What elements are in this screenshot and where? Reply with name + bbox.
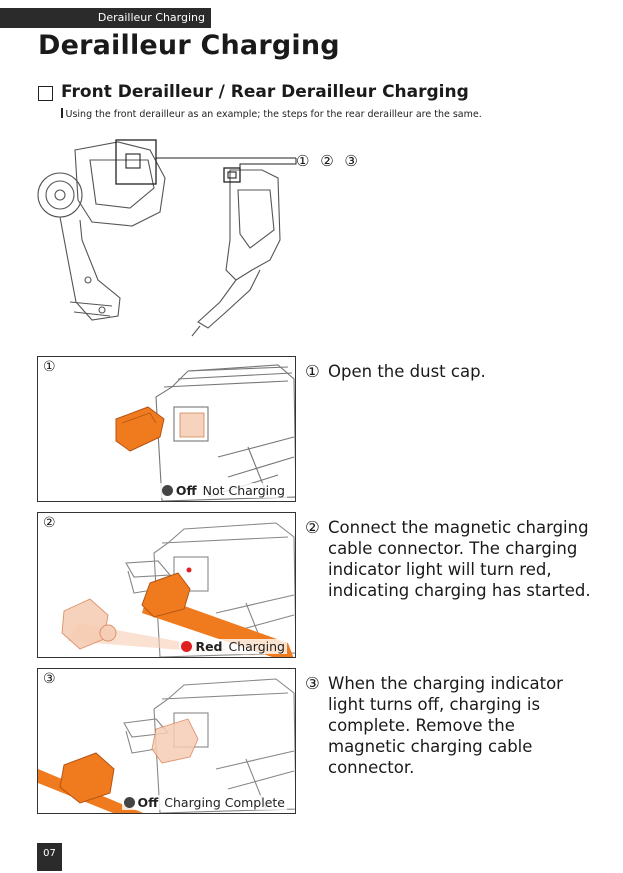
header-tab: Derailleur Charging	[0, 8, 211, 28]
panel-2-status: Red Charging	[179, 639, 287, 654]
callout-numbers: ① ② ③	[296, 152, 361, 170]
panel-3-status: Off Charging Complete	[122, 795, 287, 810]
panel-1-number: ①	[43, 359, 56, 375]
step-3-illustration	[38, 669, 296, 814]
step-2-illustration	[38, 513, 296, 658]
panel-2-number: ②	[43, 515, 56, 531]
step-2-panel: ② Red Charging	[37, 512, 296, 658]
step-2-text: ② Connect the magnetic charging cable co…	[305, 517, 605, 601]
panel-1-state: Off	[176, 483, 197, 498]
page-number: 07	[37, 843, 62, 871]
step-1-panel: ① Off Not Charging	[37, 356, 296, 502]
step-1-illustration	[38, 357, 296, 502]
panel-3-state-desc: Charging Complete	[164, 795, 285, 810]
status-dot-icon	[162, 485, 173, 496]
section-checkbox-icon	[38, 86, 53, 101]
step-3-panel: ③ Off Charging Complete	[37, 668, 296, 814]
step-1-text: ① Open the dust cap.	[305, 361, 605, 382]
derailleur-overview-illustration	[30, 130, 300, 340]
step-3-number: ③	[305, 673, 320, 694]
status-dot-icon	[124, 797, 135, 808]
step-2-description: Connect the magnetic charging cable conn…	[305, 517, 605, 601]
panel-2-state-desc: Charging	[229, 639, 286, 654]
page-title: Derailleur Charging	[38, 30, 340, 61]
status-dot-icon	[181, 641, 192, 652]
step-1-description: Open the dust cap.	[305, 361, 605, 382]
panel-1-status: Off Not Charging	[160, 483, 287, 498]
panel-2-state: Red	[195, 639, 222, 654]
step-1-number: ①	[305, 361, 320, 382]
step-3-text: ③ When the charging indicator light turn…	[305, 673, 570, 778]
panel-3-state: Off	[138, 795, 159, 810]
step-2-number: ②	[305, 517, 320, 538]
panel-1-state-desc: Not Charging	[203, 483, 285, 498]
section-note: Using the front derailleur as an example…	[61, 108, 482, 120]
panel-3-number: ③	[43, 671, 56, 687]
step-3-description: When the charging indicator light turns …	[305, 673, 570, 778]
section-title: Front Derailleur / Rear Derailleur Charg…	[61, 82, 469, 102]
